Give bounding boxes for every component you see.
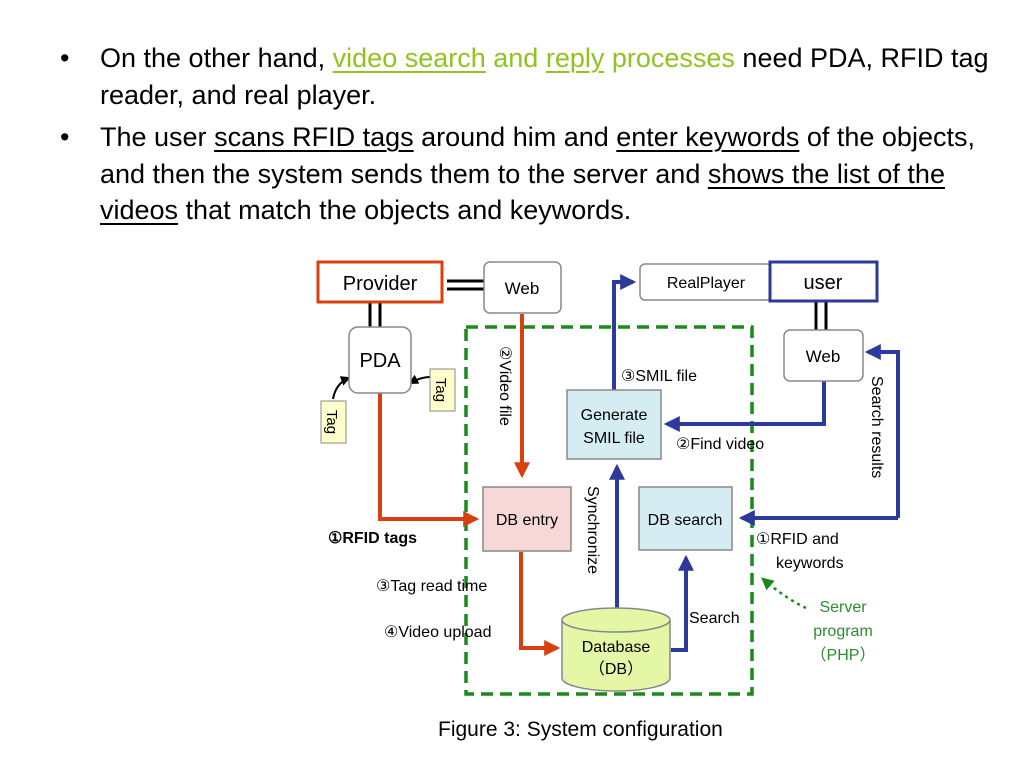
search-results-label: Search results (868, 376, 885, 478)
db-entry-node: DB entry (482, 486, 572, 552)
web-left-node: Web (483, 261, 562, 314)
generate-smil-line1: Generate (581, 407, 648, 424)
generate-smil-node: Generate SMIL file (566, 389, 662, 460)
tag-right-node: Tag (429, 368, 456, 412)
realplayer-label: RealPlayer (667, 275, 746, 292)
bullet-1-text: On the other hand, video search and repl… (100, 43, 989, 110)
bullet-2-part-5: shows the list of the videos (100, 158, 945, 226)
bullet-dot: • (60, 122, 70, 152)
bullet-2-part-4: of the objects, and then the system send… (100, 122, 975, 189)
bullet-1-part-2: and (485, 43, 546, 73)
pda-label: PDA (359, 350, 401, 372)
bullet-1-part-0: On the other hand, (100, 43, 333, 73)
bullet-dot: • (60, 43, 70, 73)
database-line2: （DB） (589, 660, 643, 678)
bullet-1-part-3: reply (545, 43, 605, 73)
video-upload-label: ④Video upload (384, 624, 491, 641)
rfid-keywords-line2: keywords (776, 555, 844, 572)
provider-node: Provider (316, 260, 444, 304)
bullet-2-part-6: that match the objects and keywords. (178, 195, 632, 225)
rfid-tags-label: ①RFID tags (328, 530, 417, 547)
bullet-1-part-4: processes (604, 43, 735, 73)
synchronize-label: Synchronize (584, 486, 601, 574)
bullet-1-part-1: video search (332, 43, 486, 73)
bullet-2-part-1: scans RFID tags (214, 122, 414, 152)
tag-right-label: Tag (432, 378, 449, 402)
generate-smil-line2: SMIL file (583, 430, 645, 447)
bullet-2-part-0: The user (100, 122, 215, 152)
server-program-pointer (761, 577, 807, 610)
tag-left-node: Tag (320, 400, 347, 444)
orange-arrows (378, 314, 561, 656)
bullet-list: • On the other hand, video search and rep… (60, 40, 990, 235)
bullet-2-part-2: around him and (413, 122, 617, 152)
web-right-node: Web (783, 329, 864, 382)
server-program-boundary (464, 325, 754, 696)
provider-label: Provider (343, 273, 418, 295)
bullet-1-part-5: need PDA, RFID tag reader, and real play… (100, 43, 989, 110)
user-label: user (804, 272, 843, 294)
bullet-2-part-3: enter keywords (616, 122, 800, 152)
user-node: user (768, 260, 879, 303)
tag-left-label: Tag (323, 410, 340, 434)
server-program-line1: Server (819, 599, 867, 616)
db-search-node: DB search (638, 486, 733, 551)
pda-node: PDA (348, 326, 412, 394)
search-label: Search (689, 610, 740, 627)
server-program-line2: program (813, 623, 873, 640)
find-video-label: ②Find video (676, 436, 764, 453)
bullet-1: • On the other hand, video search and rep… (60, 40, 990, 113)
realplayer-node: RealPlayer (639, 263, 773, 301)
blue-arrows (609, 274, 900, 652)
bullet-2-text: The user scans RFID tags around him and … (100, 122, 975, 225)
figure-caption: Figure 3: System configuration (438, 718, 723, 741)
web-left-label: Web (505, 279, 540, 298)
smil-file-label: ③SMIL file (621, 368, 697, 385)
tag-read-time-label: ③Tag read time (376, 578, 487, 595)
video-file-label: ②Video file (496, 346, 513, 426)
database-node: Database （DB） (561, 607, 671, 692)
tag-arrows (332, 374, 431, 400)
web-right-label: Web (806, 347, 841, 366)
database-line1: Database (582, 639, 651, 656)
db-entry-label: DB entry (496, 512, 558, 529)
rfid-keywords-line1: ①RFID and (756, 531, 839, 548)
db-search-label: DB search (648, 512, 723, 529)
server-program-line3: （PHP） (811, 646, 876, 664)
bullet-2: • The user scans RFID tags around him and… (60, 119, 990, 229)
